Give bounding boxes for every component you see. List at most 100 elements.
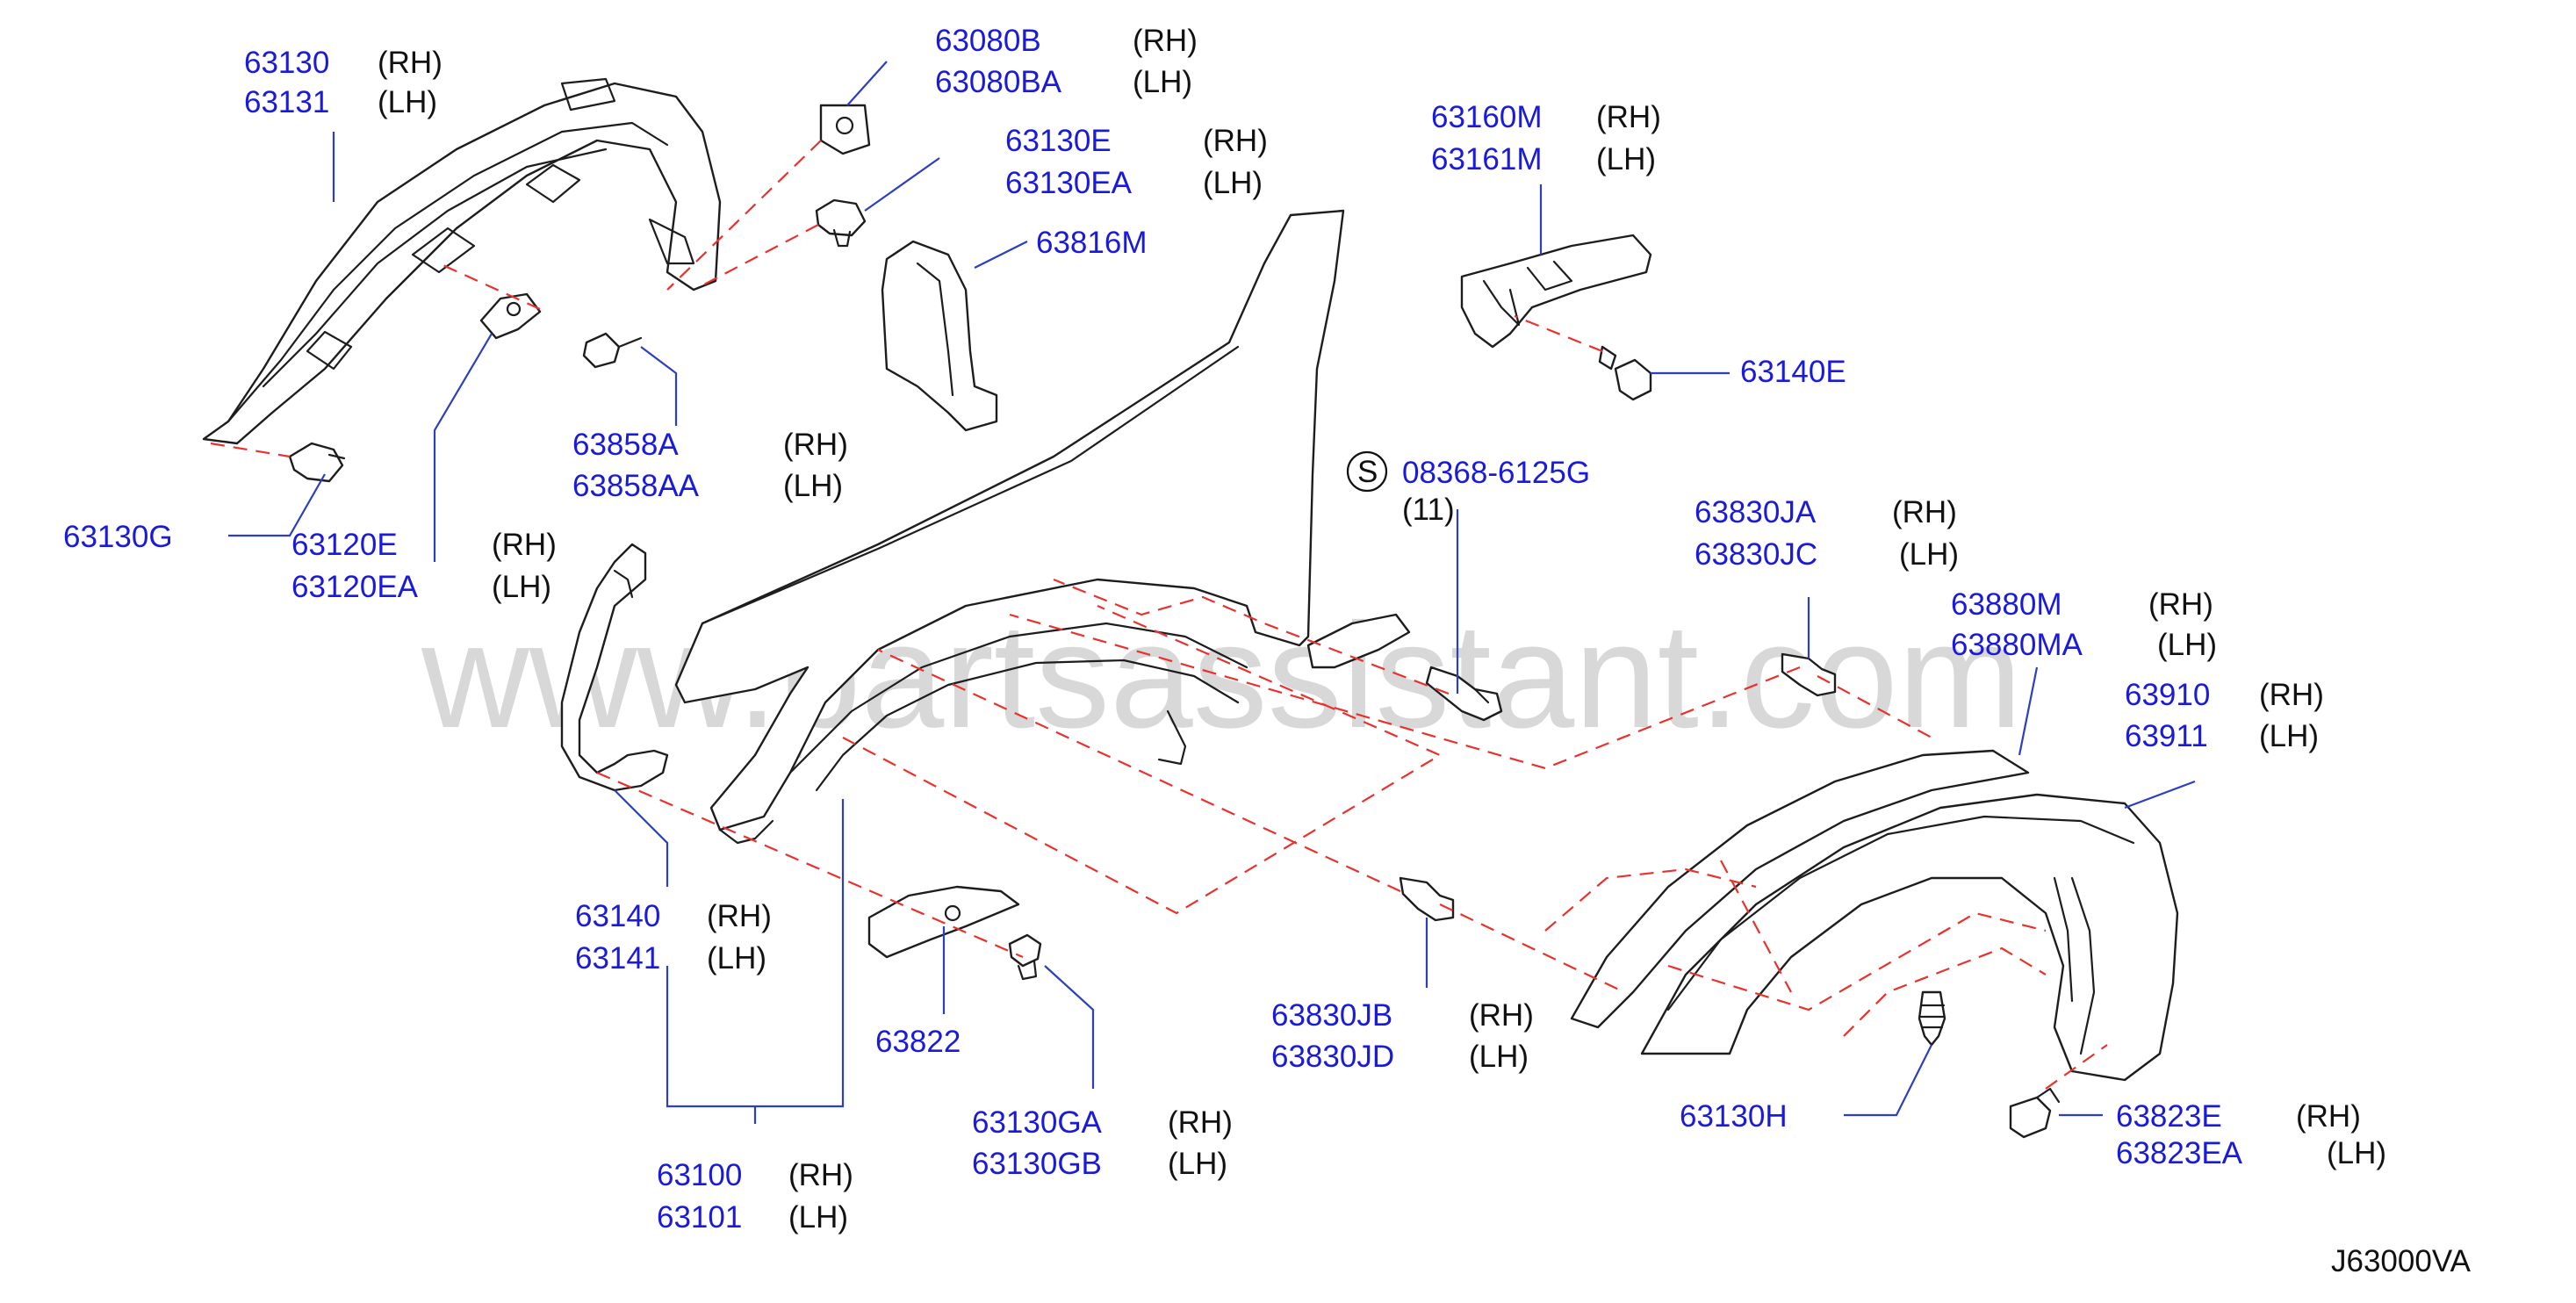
side-label: (RH) <box>1133 24 1198 58</box>
fender-bracket-inner <box>1306 613 1411 669</box>
side-label: (RH) <box>783 428 848 462</box>
part-number: 63816M <box>1036 226 1147 260</box>
part-number: 63880M <box>1951 587 2062 622</box>
side-label: (RH) <box>707 899 772 933</box>
side-label: (RH) <box>378 46 443 80</box>
part-number: 63130GA <box>972 1105 1103 1140</box>
part-number: 63910 <box>2125 678 2210 712</box>
part-number: 63100 <box>657 1158 742 1192</box>
part-number: 63830JB <box>1271 998 1392 1033</box>
fender-bracket-63140 <box>560 543 669 792</box>
screw-63140e <box>1598 345 1652 401</box>
part-number: 63140 <box>575 899 660 933</box>
part-number: 63130EA <box>1005 166 1133 200</box>
callout-c4: 63816M <box>1036 226 1147 260</box>
callout-c20: 63100 (RH) 63101 (LH) <box>657 1158 853 1235</box>
splash-shield-upper <box>202 77 722 445</box>
part-number: 63140E <box>1740 355 1846 389</box>
s-symbol-circle <box>1346 450 1388 493</box>
clip-63830jb <box>1399 876 1455 922</box>
clip-63080b <box>819 104 871 155</box>
side-label: (RH) <box>492 528 557 562</box>
callout-c15: 63822 <box>875 1025 961 1059</box>
side-label: (RH) <box>2148 587 2213 622</box>
callout-c2: 63080B (RH) 63080BA (LH) <box>935 24 1198 99</box>
part-number: 63120EA <box>291 570 419 604</box>
quantity-label: (11) <box>1402 493 1455 527</box>
callout-c10: 63120E (RH) 63120EA (LH) <box>291 528 557 604</box>
side-label: (LH) <box>378 85 437 119</box>
callout-c9: 63130G <box>63 520 173 554</box>
screw-63858a <box>582 332 643 369</box>
s-symbol: S <box>1357 455 1378 489</box>
part-number: 63160M <box>1431 100 1542 134</box>
part-number: 63130 <box>244 46 329 80</box>
clip-63823e <box>2009 1087 2061 1139</box>
part-number: 63161M <box>1431 142 1542 176</box>
part-number: 08368-6125G <box>1402 456 1590 490</box>
seal-63816m <box>881 240 998 432</box>
part-number: 63911 <box>2125 719 2208 753</box>
leader-lines <box>228 61 2196 1124</box>
part-number: 63823EA <box>2116 1136 2243 1170</box>
callout-c14: 63140 (RH) 63141 (LH) <box>575 899 772 975</box>
side-label: (RH) <box>1596 100 1661 134</box>
clip-63120e <box>479 292 542 340</box>
part-number: 63822 <box>875 1025 961 1059</box>
side-label: (RH) <box>1469 998 1534 1033</box>
part-number: 63131 <box>244 85 329 119</box>
callout-c3: 63130E (RH) 63130EA (LH) <box>1005 124 1268 200</box>
part-number: 63130E <box>1005 124 1112 158</box>
callout-c5: 63160M (RH) 63161M (LH) <box>1431 100 1661 176</box>
callout-c19: 63823E (RH) 63823EA (LH) <box>2116 1099 2386 1170</box>
side-label: (RH) <box>1203 124 1268 158</box>
side-label: (LH) <box>2259 719 2319 753</box>
part-number: 63130H <box>1680 1099 1788 1134</box>
watermark: www.partsassistant.com <box>421 593 2022 759</box>
callout-c11: 63830JA (RH) 63830JC (LH) <box>1695 495 1959 572</box>
side-label: (LH) <box>1168 1147 1227 1181</box>
side-label: (LH) <box>783 469 843 503</box>
side-label: (LH) <box>2157 628 2217 662</box>
assembly-lines <box>210 140 2108 1090</box>
callout-c8: S 08368-6125G (11) <box>1346 450 1590 527</box>
part-number: 63130G <box>63 520 173 554</box>
front-fender <box>674 209 1345 845</box>
part-number: 63141 <box>575 941 660 975</box>
callout-c13: 63910 (RH) 63911 (LH) <box>2125 678 2324 753</box>
side-label: (LH) <box>492 570 551 604</box>
part-number: 63080B <box>935 24 1041 58</box>
callout-c18: 63130H <box>1680 1099 1788 1134</box>
callout-c1: 63130 (RH) 63131 (LH) <box>244 46 443 119</box>
part-number: 63130GB <box>972 1147 1102 1181</box>
side-label: (LH) <box>788 1200 848 1235</box>
screw-63130h <box>1918 990 1946 1047</box>
side-label: (LH) <box>1203 166 1263 200</box>
side-label: (RH) <box>1892 495 1957 529</box>
side-label: (LH) <box>2327 1136 2386 1170</box>
part-number: 63830JD <box>1271 1040 1394 1074</box>
part-number: 63830JA <box>1695 495 1817 529</box>
bolt-08368-6125g <box>1425 666 1503 722</box>
callout-c12: 63880M (RH) 63880MA (LH) <box>1951 587 2217 662</box>
part-number: 63880MA <box>1951 628 2083 662</box>
part-number: 63120E <box>291 528 398 562</box>
side-label: (LH) <box>1133 65 1192 99</box>
side-label: (RH) <box>788 1158 853 1192</box>
part-number: 63858A <box>572 428 679 462</box>
side-label: (RH) <box>2296 1099 2361 1134</box>
clip-63130g <box>288 442 346 483</box>
callout-c16: 63830JB (RH) 63830JD (LH) <box>1271 998 1534 1074</box>
callout-c6: 63140E <box>1740 355 1846 389</box>
callout-c17: 63130GA (RH) 63130GB (LH) <box>972 1105 1233 1181</box>
side-label: (LH) <box>1899 537 1959 572</box>
callout-c7: 63858A (RH) 63858AA (LH) <box>572 428 848 503</box>
side-label: (RH) <box>2259 678 2324 712</box>
clip-63130e <box>815 198 867 248</box>
side-label: (RH) <box>1168 1105 1233 1140</box>
figure-code: J63000VA <box>2331 1244 2472 1278</box>
side-label: (LH) <box>707 941 766 975</box>
clip-63830ja <box>1781 652 1837 697</box>
side-label: (LH) <box>1596 142 1656 176</box>
